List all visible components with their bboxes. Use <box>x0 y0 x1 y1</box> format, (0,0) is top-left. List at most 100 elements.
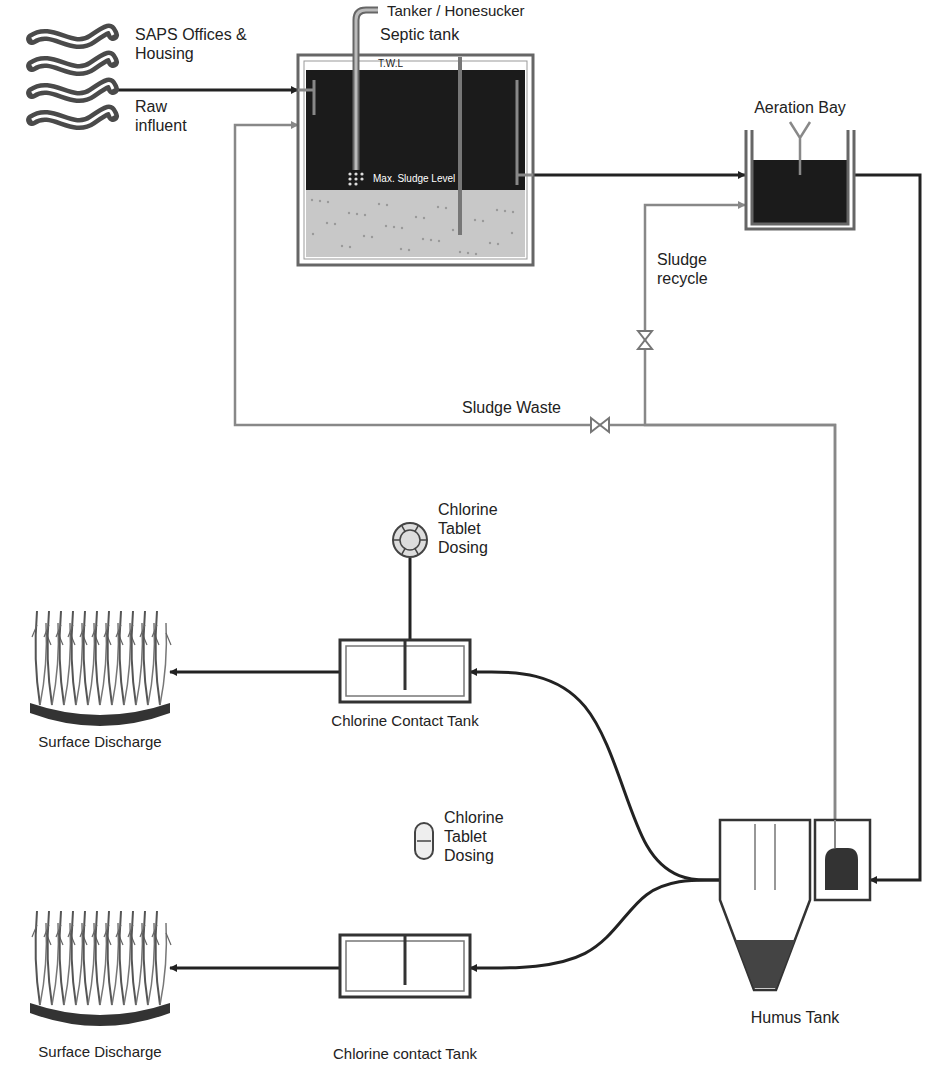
sludge-grain <box>438 240 440 242</box>
reed-blade <box>148 923 154 1005</box>
sludge-grain <box>445 207 447 209</box>
suction-spray <box>360 172 363 175</box>
reed-blade <box>124 623 130 705</box>
flow-line <box>470 672 720 880</box>
sludge-grain <box>423 217 425 219</box>
sludge-grain <box>459 251 461 253</box>
reed-blade <box>100 923 106 1005</box>
contact-tank-outline <box>340 935 470 997</box>
flow-line <box>409 558 412 640</box>
tanker-pipe <box>356 10 378 170</box>
wave-band <box>32 111 113 125</box>
sludge-grain <box>430 239 432 241</box>
baffle-wall <box>404 935 407 985</box>
sludge-grain <box>319 200 321 202</box>
reed-blade <box>76 923 82 1005</box>
septic-tank-outline <box>298 55 533 265</box>
tanker-pipe <box>356 10 378 170</box>
tablet-feeder <box>415 823 433 859</box>
reed-blade <box>148 623 154 705</box>
sludge-grain <box>482 220 484 222</box>
feeder-spoke <box>415 526 418 531</box>
flow-line <box>170 671 340 674</box>
pump-riser <box>834 820 836 848</box>
sludge-pump <box>825 848 858 890</box>
discharge-basin <box>30 703 170 726</box>
inlet-tee <box>298 80 314 115</box>
contact-tank: Chlorine contact Tank <box>340 935 470 997</box>
edge-label: Sludge Waste <box>460 398 584 417</box>
sludge-grain <box>474 219 476 221</box>
tank-frame <box>340 640 470 702</box>
valve-symbol <box>591 418 609 432</box>
suction-spray <box>354 177 357 180</box>
sludge-grain <box>504 210 506 212</box>
edge-label: Sludge recycle <box>655 250 737 288</box>
outlet-tee <box>517 80 533 185</box>
sludge-grain <box>378 203 380 205</box>
node-label: Chlorine Contact Tank <box>305 712 505 730</box>
reed-blade <box>124 923 130 1005</box>
part-label: Tanker / Honesucker <box>385 2 559 20</box>
feeder-spoke <box>415 549 418 554</box>
reed-blade <box>156 611 160 705</box>
feeder-spoke <box>402 549 405 554</box>
reed-blade <box>160 923 166 1005</box>
sludge-grain <box>512 211 514 213</box>
wave-band <box>32 57 113 71</box>
valve-symbol <box>638 331 652 349</box>
sludge-grain <box>408 249 410 251</box>
wave-band <box>32 30 113 44</box>
sludge-grain <box>364 214 366 216</box>
reed-blade <box>72 911 76 1005</box>
sludge-grain <box>341 245 343 247</box>
reed-blade <box>40 623 46 705</box>
aeration-bay: Aeration Bay <box>745 130 855 230</box>
reed-leaf <box>152 925 171 945</box>
sludge <box>306 190 525 257</box>
reed-blade <box>36 911 40 1005</box>
feeder-spoke <box>420 539 426 541</box>
influent-source-outline <box>30 25 115 135</box>
sludge-grain <box>401 227 403 229</box>
stilling-well <box>755 824 775 890</box>
reed-blade <box>48 911 52 1005</box>
reed-blade <box>88 623 94 705</box>
suction-spray <box>348 172 351 175</box>
sludge-grain <box>496 209 498 211</box>
level-label: Raw influent <box>135 97 215 135</box>
hopper-tank <box>720 820 810 990</box>
suction-spray <box>354 182 357 185</box>
sludge-grain <box>385 225 387 227</box>
suction-spray <box>354 172 357 175</box>
tablet-band <box>417 840 431 842</box>
flow-line <box>470 880 720 968</box>
sludge-grain <box>437 206 439 208</box>
reed-blade <box>48 611 52 705</box>
reed-blade <box>96 611 100 705</box>
flow-line <box>115 89 298 92</box>
sludge-grain <box>349 246 351 248</box>
node-label: Aeration Bay <box>725 98 875 117</box>
reed-blade <box>36 611 40 705</box>
baffle-wall <box>458 57 462 235</box>
dosing-unit: Chlorine Tablet Dosing <box>414 822 434 860</box>
reed-blade <box>52 623 58 705</box>
sludge-grain <box>326 222 328 224</box>
reed-blade <box>108 611 112 705</box>
air-diffuser <box>790 122 810 175</box>
reed-blade <box>160 623 166 705</box>
level-label: Max. Sludge Level <box>373 173 503 185</box>
flow-line <box>170 967 340 970</box>
dosing-unit-outline <box>414 822 434 860</box>
reed-blade <box>144 911 148 1005</box>
reed-leaf <box>152 625 171 645</box>
wave-band <box>32 111 113 125</box>
reed-blade <box>108 911 112 1005</box>
sludge-grain <box>312 233 314 235</box>
sludge-line <box>645 205 835 820</box>
sludge-grain <box>348 212 350 214</box>
reed-blade <box>120 611 124 705</box>
contact-tank-outline <box>340 640 470 702</box>
